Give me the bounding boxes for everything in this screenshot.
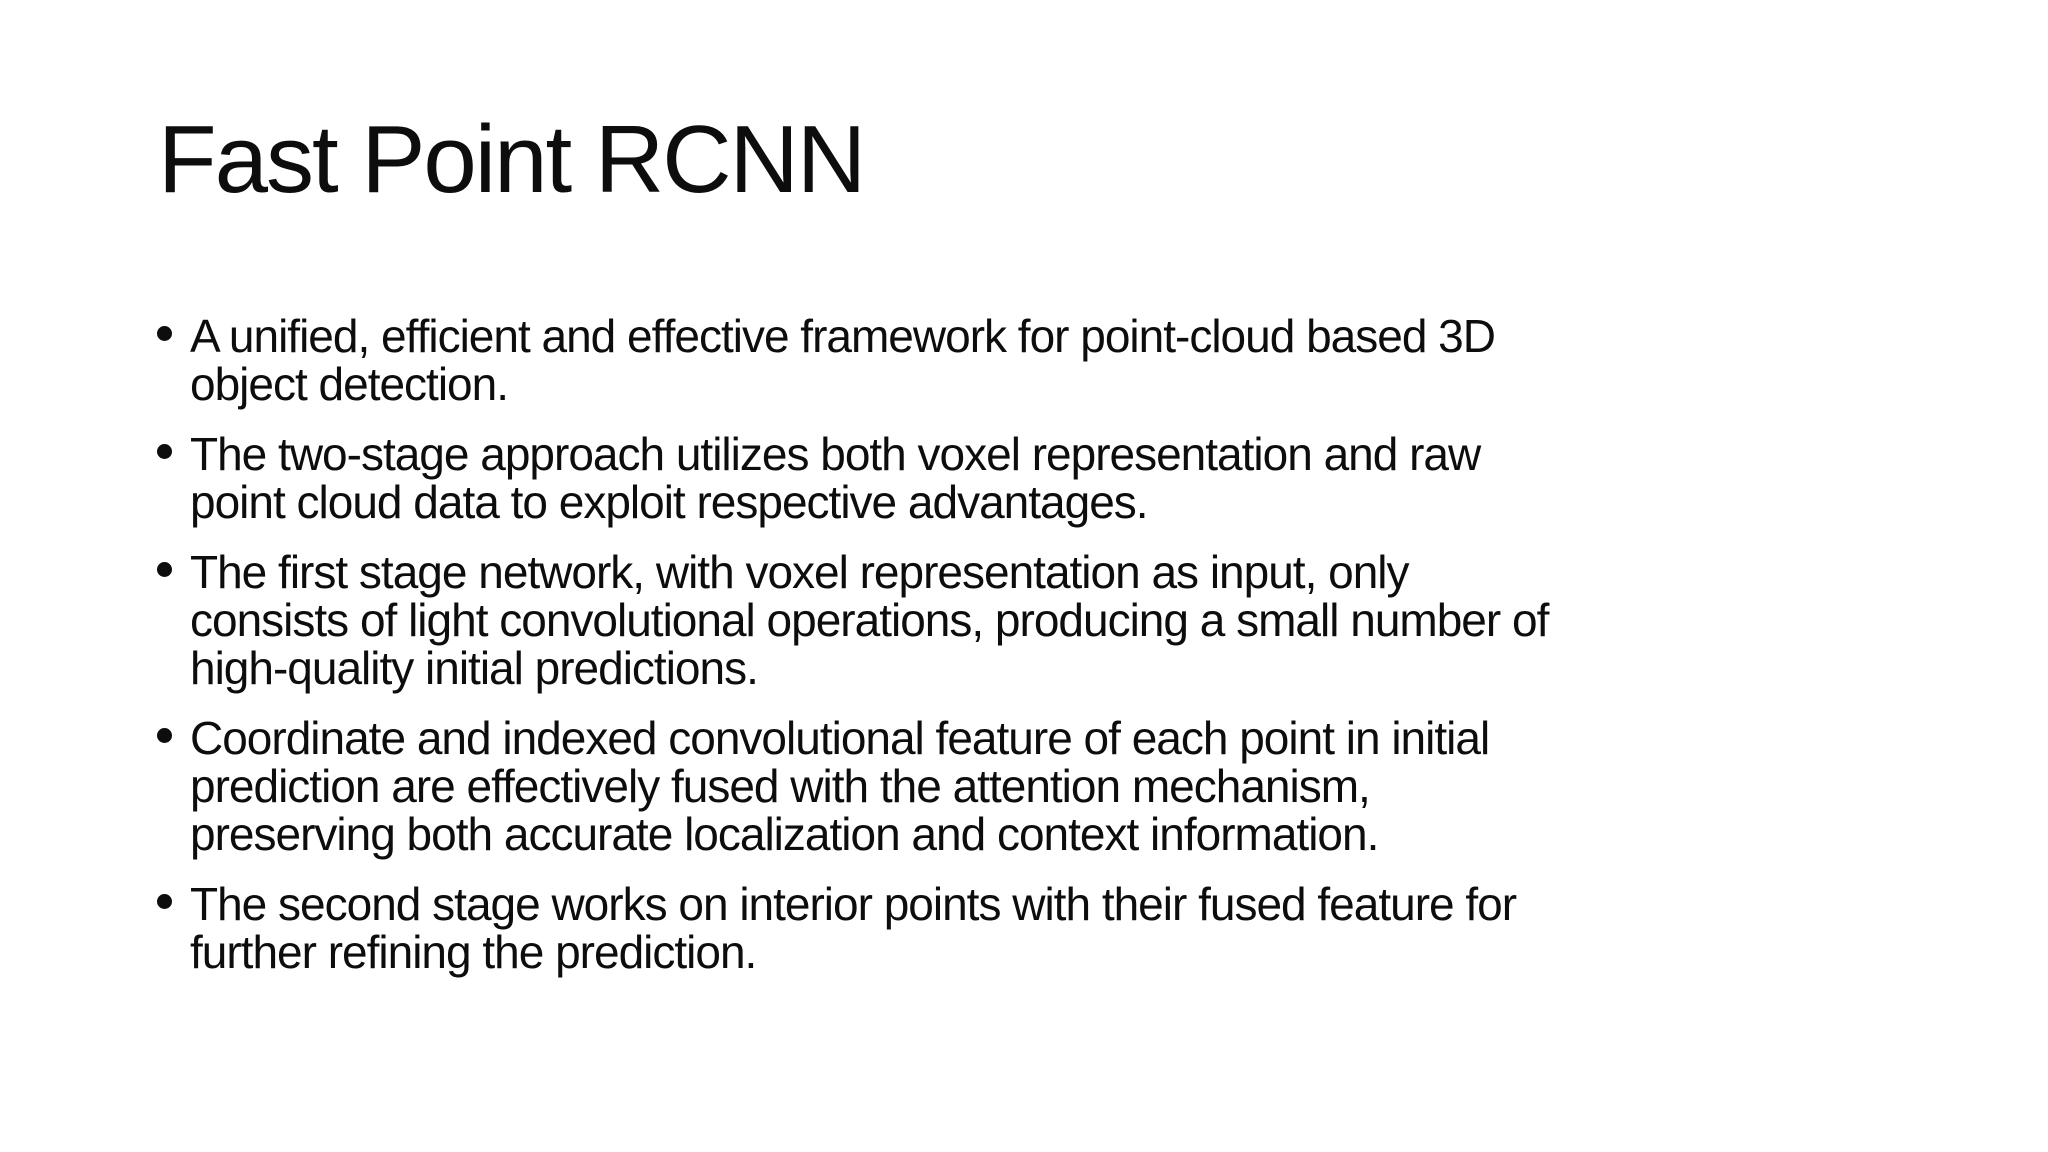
bullet-list: A unified, efficient and effective frame…	[157, 312, 1927, 998]
bullet-dot-icon	[157, 562, 172, 577]
bullet-dot-icon	[157, 728, 172, 743]
bullet-text: The two-stage approach utilizes both vox…	[190, 428, 1481, 528]
bullet-item: Coordinate and indexed convolutional fea…	[157, 714, 1927, 858]
slide-title: Fast Point RCNN	[158, 106, 866, 213]
bullet-dot-icon	[157, 444, 172, 459]
bullet-text: The first stage network, with voxel repr…	[190, 546, 1549, 694]
bullet-dot-icon	[157, 894, 172, 909]
bullet-dot-icon	[157, 326, 172, 341]
bullet-item: The first stage network, with voxel repr…	[157, 548, 1927, 692]
bullet-item: The second stage works on interior point…	[157, 880, 1927, 976]
bullet-text: Coordinate and indexed convolutional fea…	[190, 712, 1490, 860]
bullet-item: The two-stage approach utilizes both vox…	[157, 430, 1927, 526]
bullet-text: A unified, efficient and effective frame…	[190, 310, 1496, 410]
bullet-text: The second stage works on interior point…	[190, 878, 1517, 978]
bullet-item: A unified, efficient and effective frame…	[157, 312, 1927, 408]
